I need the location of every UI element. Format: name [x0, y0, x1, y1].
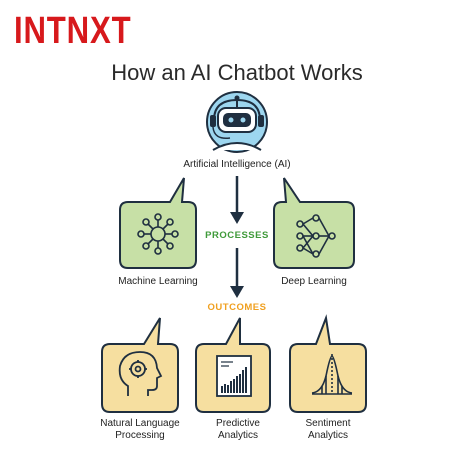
- outcome-bubble-nlp: [101, 317, 179, 413]
- node-label-machine-learning: Machine Learning: [118, 276, 198, 287]
- bar-chart-icon: [216, 355, 252, 397]
- node-label-line: Processing: [115, 430, 165, 441]
- deep-network-icon: [296, 214, 336, 258]
- node-label-predictive: Predictive Analytics: [178, 418, 298, 442]
- node-label-deep-learning: Deep Learning: [281, 276, 347, 287]
- neural-network-icon: [137, 213, 179, 255]
- brand-logo: INTNXT: [14, 10, 132, 52]
- outcomes-label: OUTCOMES: [207, 302, 267, 313]
- outcome-bubble-predictive: [195, 317, 271, 413]
- diagram-title: How an AI Chatbot Works: [111, 60, 363, 85]
- process-bubble-deep-learning: [273, 177, 355, 269]
- arrow-down-icon: [230, 176, 244, 224]
- node-label-line: Sentiment: [305, 418, 351, 429]
- process-bubble-machine-learning: [119, 177, 197, 269]
- node-label-line: Natural Language: [100, 418, 180, 429]
- robot-headset-icon: [206, 91, 268, 153]
- node-label-nlp: Natural Language Processing: [80, 418, 200, 442]
- processes-label: PROCESSES: [205, 230, 269, 241]
- node-label-sentiment: Sentiment Analytics: [268, 418, 388, 442]
- arrow-down-icon: [230, 248, 244, 298]
- node-label-ai: Artificial Intelligence (AI): [183, 159, 291, 170]
- node-label-line: Analytics: [217, 430, 258, 441]
- outcome-bubble-sentiment: [289, 314, 367, 413]
- distribution-icon: [311, 354, 353, 395]
- head-brain-icon: [118, 351, 163, 396]
- node-label-line: Analytics: [307, 430, 348, 441]
- node-label-line: Predictive: [216, 418, 260, 429]
